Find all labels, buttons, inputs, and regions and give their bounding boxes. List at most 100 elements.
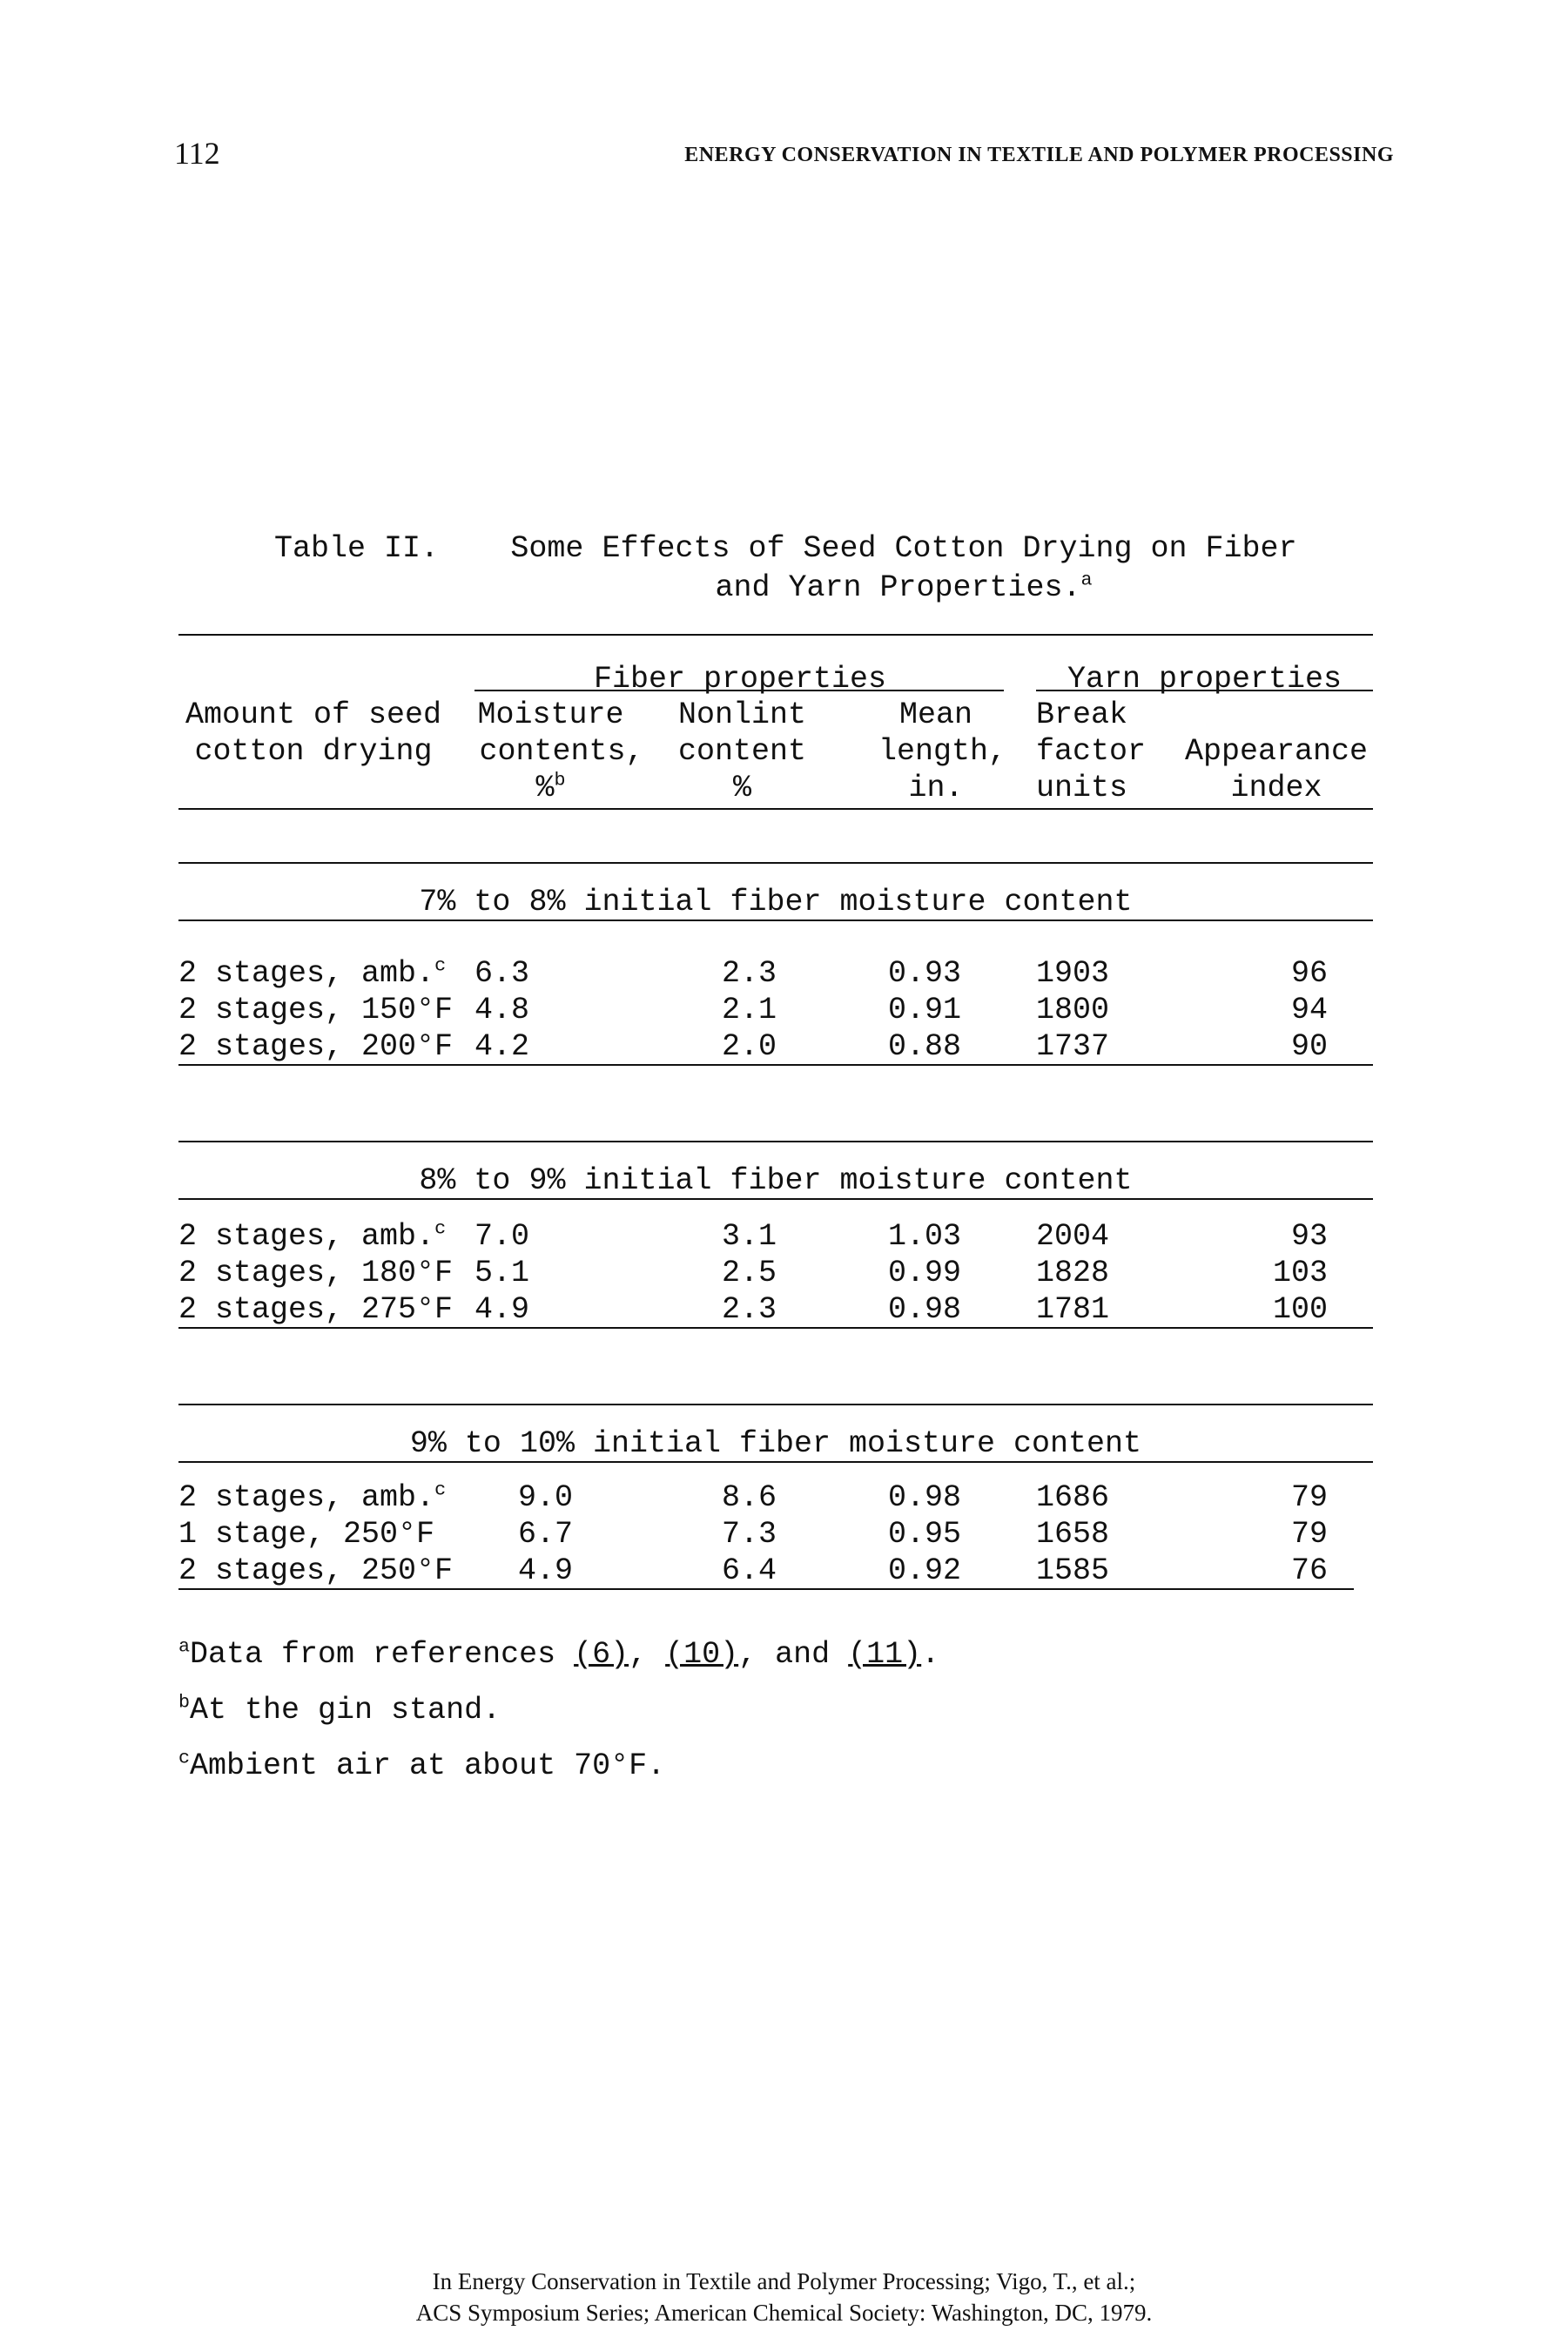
col-header-nonlint-2: content <box>677 734 807 769</box>
cell-appearance: 94 <box>1290 993 1328 1027</box>
table-title-footnote-mark: a <box>1080 569 1093 591</box>
footnotes: aData from references (6), (10), and (11… <box>178 1627 939 1794</box>
section-1-top-rule <box>178 862 1373 864</box>
cell-nonlint: 6.4 <box>722 1553 777 1588</box>
cell-moisture: 4.9 <box>474 1292 530 1327</box>
col-header-moisture-3: %b <box>535 769 566 805</box>
section-2-title: 8% to 9% initial fiber moisture content <box>419 1163 1133 1198</box>
col-header-appearance-2: index <box>1230 771 1322 805</box>
cell-moisture: 6.7 <box>518 1517 574 1552</box>
cell-nonlint: 2.3 <box>722 1292 777 1327</box>
cell-moisture: 5.1 <box>474 1256 530 1290</box>
col-header-nonlint-3: % <box>732 771 751 805</box>
cell-nonlint: 2.3 <box>722 956 777 991</box>
table-row: 2 stages, 250°F <box>178 1553 454 1588</box>
section-2-title-rule <box>178 1198 1373 1200</box>
section-1-bottom-rule <box>178 1064 1373 1066</box>
cell-moisture: 4.2 <box>474 1029 530 1064</box>
cell-length: 0.95 <box>888 1517 962 1552</box>
reference-link[interactable]: (11) <box>848 1637 922 1672</box>
cell-nonlint: 3.1 <box>722 1219 777 1254</box>
section-1-title-rule <box>178 920 1373 921</box>
section-3-bottom-rule <box>178 1588 1354 1590</box>
col-header-drying-1: Amount of seed <box>185 697 442 732</box>
cell-nonlint: 2.1 <box>722 993 777 1027</box>
cell-break: 1686 <box>1036 1480 1110 1515</box>
yarn-group-rule <box>1036 690 1373 691</box>
fiber-group-rule <box>474 690 1004 691</box>
cell-break: 1828 <box>1036 1256 1110 1290</box>
cell-nonlint: 8.6 <box>722 1480 777 1515</box>
header-bottom-rule <box>178 808 1373 810</box>
cell-appearance: 100 <box>1272 1292 1328 1327</box>
cell-appearance: 103 <box>1272 1256 1328 1290</box>
reference-link[interactable]: (6) <box>574 1637 629 1672</box>
cell-moisture: 7.0 <box>474 1219 530 1254</box>
col-header-length-2: length, <box>878 734 1007 769</box>
cell-nonlint: 2.5 <box>722 1256 777 1290</box>
table-label: Table II. <box>274 531 440 566</box>
citation-line2: ACS Symposium Series; American Chemical … <box>415 2300 1153 2326</box>
cell-length: 0.92 <box>888 1553 962 1588</box>
citation-line1: In Energy Conservation in Textile and Po… <box>432 2268 1136 2294</box>
cell-break: 1800 <box>1036 993 1110 1027</box>
col-header-length-1: Mean <box>898 697 972 732</box>
table-row: 2 stages, 180°F <box>178 1256 454 1290</box>
footnote-a: aData from references (6), (10), and (11… <box>178 1635 940 1672</box>
citation: In Energy Conservation in Textile and Po… <box>0 2266 1568 2328</box>
cell-appearance: 79 <box>1290 1517 1328 1552</box>
cell-length: 1.03 <box>888 1219 962 1254</box>
footnote-b: bAt the gin stand. <box>178 1691 501 1728</box>
section-1-title: 7% to 8% initial fiber moisture content <box>419 885 1133 920</box>
cell-appearance: 96 <box>1290 956 1328 991</box>
cell-moisture: 6.3 <box>474 956 530 991</box>
col-header-break-3: units <box>1036 771 1128 805</box>
cell-length: 0.98 <box>888 1292 962 1327</box>
cell-appearance: 79 <box>1290 1480 1328 1515</box>
col-header-break-1: Break <box>1036 697 1128 732</box>
section-3-title-rule <box>178 1461 1373 1463</box>
col-header-moisture-2: contents, <box>479 734 644 769</box>
reference-link[interactable]: (10) <box>665 1637 739 1672</box>
table-row: 2 stages, 150°F <box>178 993 454 1027</box>
cell-break: 2004 <box>1036 1219 1110 1254</box>
col-header-length-3: in. <box>908 771 964 805</box>
section-3-title: 9% to 10% initial fiber moisture content <box>409 1426 1142 1461</box>
table-row: 2 stages, amb.c <box>178 954 447 991</box>
cell-break: 1781 <box>1036 1292 1110 1327</box>
group-header-fiber: Fiber properties <box>593 662 887 697</box>
table-row: 2 stages, 200°F <box>178 1029 454 1064</box>
cell-appearance: 93 <box>1290 1219 1328 1254</box>
cell-length: 0.93 <box>888 956 962 991</box>
table-title-line2: and Yarn Properties.a <box>715 569 1093 605</box>
cell-length: 0.98 <box>888 1480 962 1515</box>
col-header-appearance-1: Appearance <box>1184 734 1369 769</box>
cell-length: 0.88 <box>888 1029 962 1064</box>
cell-break: 1658 <box>1036 1517 1110 1552</box>
cell-appearance: 90 <box>1290 1029 1328 1064</box>
col-header-moisture-1: Moisture <box>477 697 624 732</box>
col-header-drying-2: cotton drying <box>194 734 433 769</box>
col-header-break-2: factor <box>1036 734 1147 769</box>
cell-moisture: 9.0 <box>518 1480 574 1515</box>
col-header-nonlint-1: Nonlint <box>677 697 807 732</box>
table-row: 2 stages, amb.c <box>178 1479 447 1515</box>
table-row: 2 stages, 275°F <box>178 1292 454 1327</box>
table-row: 2 stages, amb.c <box>178 1217 447 1254</box>
cell-appearance: 76 <box>1290 1553 1328 1588</box>
table-top-rule <box>178 634 1373 636</box>
cell-break: 1903 <box>1036 956 1110 991</box>
group-header-yarn: Yarn properties <box>1067 662 1343 697</box>
section-2-top-rule <box>178 1141 1373 1142</box>
section-3-top-rule <box>178 1404 1373 1405</box>
page-number: 112 <box>174 136 220 171</box>
cell-break: 1585 <box>1036 1553 1110 1588</box>
footnote-c: cAmbient air at about 70°F. <box>178 1747 666 1783</box>
running-head: ENERGY CONSERVATION IN TEXTILE AND POLYM… <box>684 144 1394 166</box>
cell-moisture: 4.9 <box>518 1553 574 1588</box>
cell-length: 0.99 <box>888 1256 962 1290</box>
cell-nonlint: 7.3 <box>722 1517 777 1552</box>
cell-moisture: 4.8 <box>474 993 530 1027</box>
section-2-bottom-rule <box>178 1327 1373 1329</box>
cell-nonlint: 2.0 <box>722 1029 777 1064</box>
